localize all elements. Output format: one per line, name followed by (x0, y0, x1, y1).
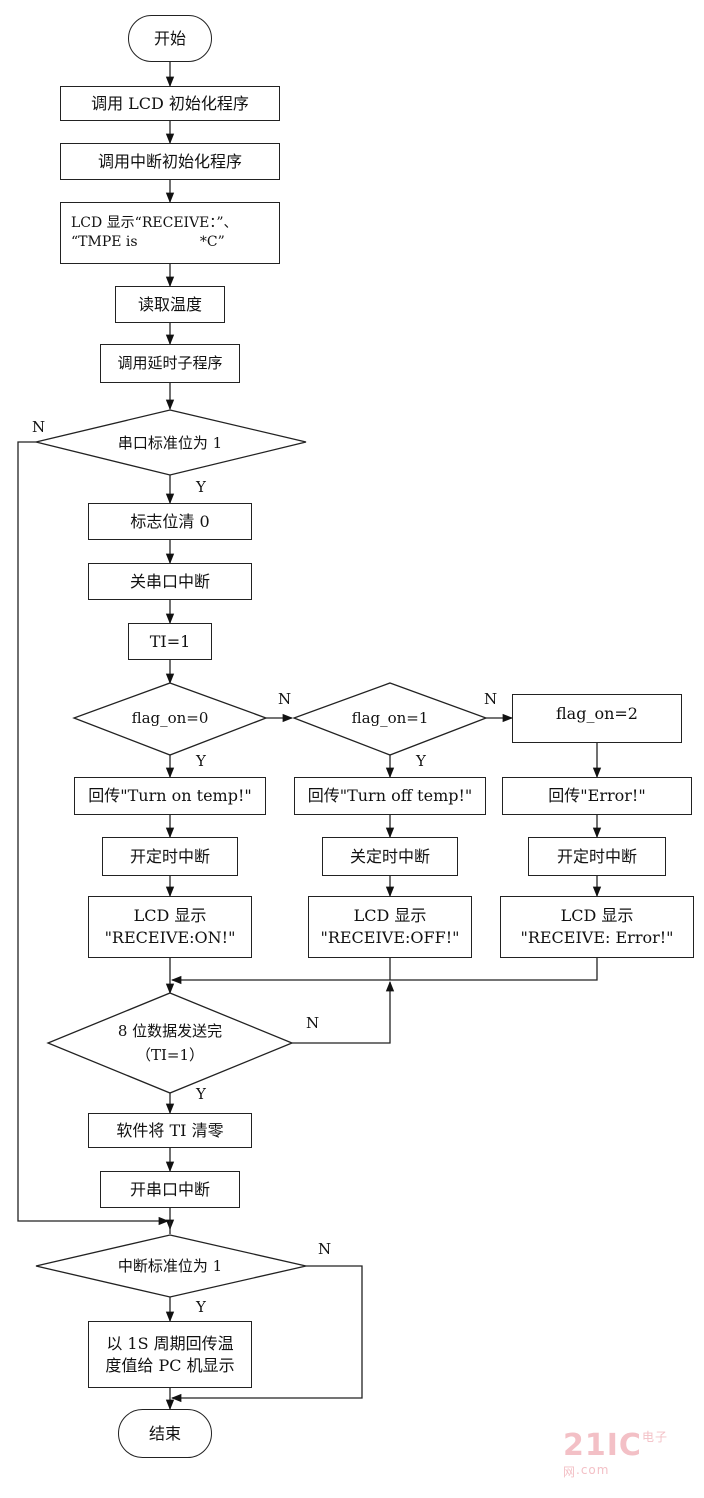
flag0-yes-label: Y (196, 752, 206, 770)
timer-off-label: 关定时中断 (349, 846, 430, 866)
send-pc-label: 以 1S 周期回传温 度值给 PC 机显示 (105, 1333, 235, 1375)
decision-send-done-shape (46, 992, 294, 1094)
timer-on-b-step: 开定时中断 (528, 837, 666, 876)
end-label: 结束 (148, 1423, 181, 1443)
read-temp-label: 读取温度 (137, 294, 202, 314)
flag0-no-label: N (278, 690, 292, 708)
lcd-error-label: LCD 显示 "RECEIVE: Error!" (520, 906, 674, 947)
echo-off-label: 回传"Turn off temp!" (307, 786, 473, 806)
int-flag-no-label: N (318, 1240, 332, 1258)
serial-flag-decision-label: 串口标准位为 1 (117, 434, 223, 452)
arrow-send-no-loop (292, 980, 395, 1044)
lcd-error-step: LCD 显示 "RECEIVE: Error!" (500, 896, 694, 958)
decision-flag0-shape (72, 682, 268, 756)
decision-int-flag-shape (35, 1234, 307, 1298)
int-flag-yes-label: Y (196, 1298, 206, 1316)
timer-off-step: 关定时中断 (322, 837, 458, 876)
timer-on-a-label: 开定时中断 (129, 846, 210, 866)
lcd-show-step: LCD 显示“RECEIVE：”、 “TMPE is *C” (60, 202, 280, 264)
echo-on-step: 回传"Turn on temp!" (74, 777, 266, 815)
decision-serial-flag-shape (35, 409, 307, 476)
echo-error-label: 回传"Error!" (548, 786, 646, 806)
lcd-on-step: LCD 显示 "RECEIVE:ON!" (88, 896, 252, 958)
lcd-init-step: 调用 LCD 初始化程序 (60, 86, 280, 121)
flag1-no-label: N (484, 690, 498, 708)
int-init-label: 调用中断初始化程序 (97, 151, 242, 171)
clear-flag-label: 标志位清 0 (130, 511, 210, 531)
open-serial-int-label: 开串口中断 (129, 1179, 210, 1199)
read-temp-step: 读取温度 (115, 286, 225, 323)
clear-flag-step: 标志位清 0 (88, 503, 252, 540)
ti-set-step: TI=1 (128, 623, 212, 660)
lcd-off-label: LCD 显示 "RECEIVE:OFF!" (320, 906, 460, 947)
serial-flag-yes-label: Y (196, 478, 206, 496)
ti-set-label: TI=1 (149, 631, 191, 651)
send-done-decision-label: 8 位数据发送完 （TI=1） (117, 1022, 223, 1064)
echo-error-step: 回传"Error!" (502, 777, 692, 815)
close-serial-int-step: 关串口中断 (88, 563, 252, 600)
echo-on-label: 回传"Turn on temp!" (88, 786, 252, 806)
timer-on-a-step: 开定时中断 (102, 837, 238, 876)
send-done-yes-label: Y (196, 1085, 206, 1103)
start-terminal: 开始 (128, 15, 212, 62)
start-label: 开始 (153, 28, 186, 48)
flag-on-0-decision-label: flag_on=0 (131, 709, 209, 727)
serial-flag-no-label: N (32, 418, 46, 436)
clear-ti-label: 软件将 TI 清零 (116, 1120, 224, 1140)
send-done-no-label: N (306, 1014, 320, 1032)
lcd-show-label: LCD 显示“RECEIVE：”、 “TMPE is *C” (71, 215, 238, 250)
delay-label: 调用延时子程序 (117, 354, 223, 373)
open-serial-int-step: 开串口中断 (100, 1171, 240, 1208)
end-terminal: 结束 (118, 1409, 212, 1458)
send-pc-step: 以 1S 周期回传温 度值给 PC 机显示 (88, 1321, 252, 1388)
merge-line-right (170, 958, 598, 985)
watermark-com: .com (576, 1463, 610, 1477)
flag-on-1-decision-label: flag_on=1 (351, 709, 429, 727)
arrow-serial-flag-no (17, 441, 170, 1226)
delay-step: 调用延时子程序 (100, 344, 240, 383)
watermark-main: 21IC (563, 1428, 642, 1463)
lcd-on-label: LCD 显示 "RECEIVE:ON!" (104, 906, 236, 947)
lcd-init-label: 调用 LCD 初始化程序 (91, 93, 249, 113)
watermark-logo: 21IC电子网.com (563, 1428, 704, 1498)
close-serial-int-label: 关串口中断 (129, 571, 210, 591)
flag-on-2-label: flag_on=2 (556, 704, 638, 723)
timer-on-b-label: 开定时中断 (556, 846, 637, 866)
flag-on-2-step: flag_on=2 (512, 694, 682, 743)
int-init-step: 调用中断初始化程序 (60, 143, 280, 180)
flag1-yes-label: Y (416, 752, 426, 770)
echo-off-step: 回传"Turn off temp!" (294, 777, 486, 815)
lcd-off-step: LCD 显示 "RECEIVE:OFF!" (308, 896, 472, 958)
arrow-int-flag-no (170, 1265, 363, 1403)
decision-flag1-shape (292, 682, 488, 756)
clear-ti-step: 软件将 TI 清零 (88, 1113, 252, 1148)
int-flag-decision-label: 中断标准位为 1 (117, 1257, 223, 1275)
